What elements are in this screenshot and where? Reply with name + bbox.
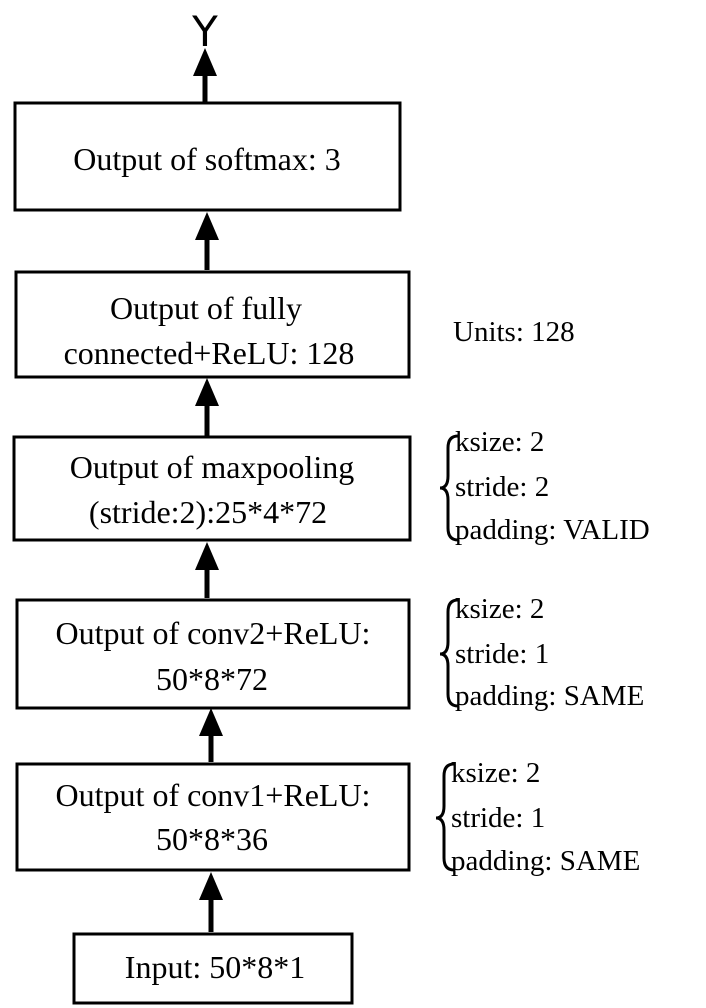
annotation-conv2: ksize: 2 stride: 1 padding: SAME [439,593,644,712]
curly-brace-conv2 [439,598,459,708]
box-conv2-line1: Output of conv2+ReLU: [56,615,371,651]
box-maxpool-line1: Output of maxpooling [70,449,354,485]
annotation-fc: Units: 128 [453,316,575,348]
annotation-maxpool-ksize: ksize: 2 [455,426,544,458]
box-conv1-line1: Output of conv1+ReLU: [56,777,371,813]
arrow-maxpool-to-fc [195,378,219,436]
arrow-conv1-to-conv2 [199,708,223,762]
annotation-conv2-padding: padding: SAME [455,680,644,712]
annotation-fc-units: Units: 128 [453,316,575,348]
box-softmax-text: Output of softmax: 3 [73,141,341,177]
annotation-conv1: ksize: 2 stride: 1 padding: SAME [435,757,640,877]
box-conv2-line2: 50*8*72 [156,661,268,697]
annotation-maxpool-stride: stride: 2 [455,471,549,503]
annotation-conv1-stride: stride: 1 [451,802,545,834]
arrow-input-to-conv1 [199,872,223,932]
box-softmax: Output of softmax: 3 [13,101,402,212]
output-label-y: Y [191,7,218,56]
box-conv1: Output of conv1+ReLU: 50*8*36 [15,762,411,872]
annotation-conv2-ksize: ksize: 2 [455,593,544,625]
box-conv1-line2: 50*8*36 [156,821,268,857]
box-fc-line1: Output of fully [110,290,302,326]
box-maxpool-line2: (stride:2):25*4*72 [89,494,327,530]
box-input: Input: 50*8*1 [72,932,354,1005]
box-fully-connected: Output of fully connected+ReLU: 128 [14,270,411,379]
arrow-softmax-to-y [193,48,217,102]
box-conv2: Output of conv2+ReLU: 50*8*72 [15,598,411,710]
arrow-fc-to-softmax [195,212,219,270]
annotation-conv1-ksize: ksize: 2 [451,757,540,789]
annotation-maxpool: ksize: 2 stride: 2 padding: VALID [439,426,650,546]
curly-brace-conv1 [435,762,455,872]
box-fc-line2: connected+ReLU: 128 [64,335,355,371]
box-input-text: Input: 50*8*1 [125,949,305,985]
annotation-conv1-padding: padding: SAME [451,845,640,877]
arrow-conv2-to-maxpool [195,542,219,598]
box-maxpooling: Output of maxpooling (stride:2):25*4*72 [12,435,412,542]
annotation-maxpool-padding: padding: VALID [455,514,650,546]
annotation-conv2-stride: stride: 1 [455,638,549,670]
curly-brace-maxpool [439,434,459,542]
